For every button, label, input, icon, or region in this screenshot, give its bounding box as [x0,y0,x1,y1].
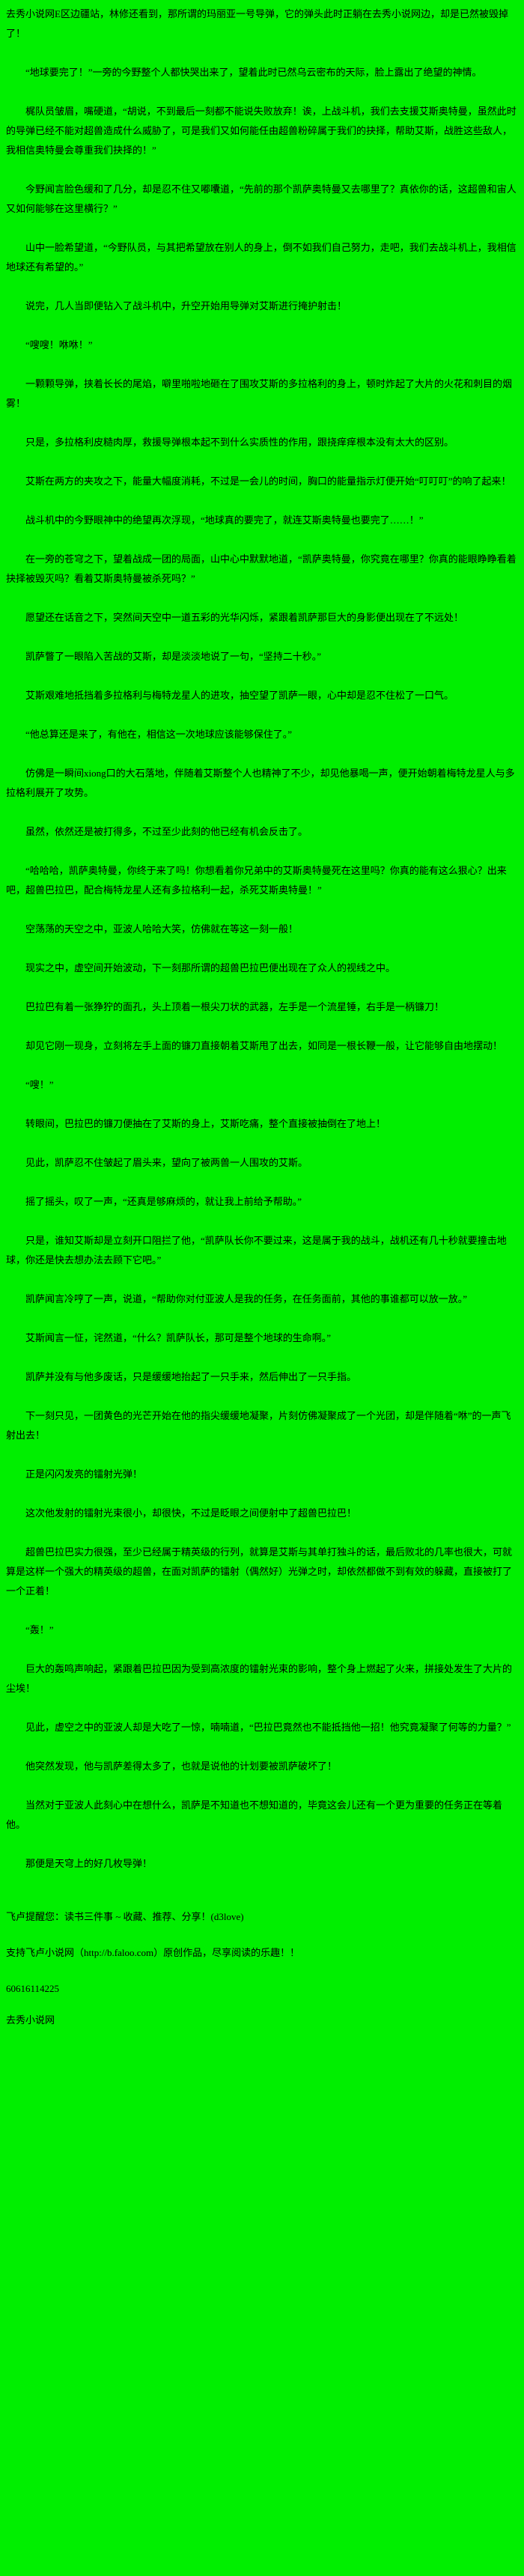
paragraph: 当然对于亚波人此刻心中在想什么，凯萨是不知道也不想知道的，毕竟这会儿还有一个更为… [6,1799,503,1830]
paragraph: 只是，谁知艾斯却是立刻开口阻拦了他，“凯萨队长你不要过来，这是属于我的战斗，战机… [6,1235,507,1266]
paragraph: 摇了摇头，叹了一声，“还真是够麻烦的，就让我上前给予帮助。” [25,1196,302,1207]
paragraph: 去秀小说网E区边疆站，林修还看到，那所谓的玛丽亚一号导弹，它的弹头此时正躺在去秀… [6,8,508,39]
paragraph: 转眼间，巴拉巴的镰刀便抽在了艾斯的身上，艾斯吃痛，整个直接被抽倒在了地上！ [25,1118,386,1129]
paragraph: 虽然，依然还是被打得多，不过至少此刻的他已经有机会反击了。 [25,826,308,837]
paragraph: 他突然发现，他与凯萨差得太多了，也就是说他的计划要被凯萨破坏了！ [25,1761,338,1772]
paragraph: 超兽巴拉巴实力很强，至少已经属于精英级的行列，就算是艾斯与其单打独斗的话，最后败… [6,1546,513,1597]
paragraph: 见此，虚空之中的亚波人却是大吃了一惊，喃喃道，“巴拉巴竟然也不能抵挡他一招！他究… [25,1722,511,1733]
paragraph: 却见它刚一现身，立刻将左手上面的镰刀直接朝着艾斯甩了出去，如同是一根长鞭一般，让… [25,1040,503,1051]
paragraph: 一颗颗导弹，挟着长长的尾焰，噼里啪啦地砸在了围攻艾斯的多拉格利的身上，顿时炸起了… [6,378,513,409]
paragraph: 空荡荡的天空之中，亚波人哈哈大笑，仿佛就在等这一刻一般！ [25,923,299,935]
paragraph: “哈哈哈，凯萨奥特曼，你终于来了吗！你想看着你兄弟中的艾斯奥特曼死在这里吗？你真… [6,865,507,896]
paragraph: 正是闪闪发亮的镭射光弹！ [25,1468,143,1480]
paragraph: 愿望还在话音之下，突然间天空中一道五彩的光华闪烁，紧跟着凯萨那巨大的身影便出现在… [25,612,464,623]
paragraph: 巨大的轰鸣声响起，紧跟着巴拉巴因为受到高浓度的镭射光束的影响，整个身上燃起了火来… [6,1663,513,1694]
reader-reminder: 飞卢提醒您：读书三件事 ~ 收藏、推荐、分享！(d3love) [6,1911,244,1922]
novel-content: 去秀小说网E区边疆站，林修还看到，那所谓的玛丽亚一号导弹，它的弹头此时正躺在去秀… [6,4,518,1874]
paragraph: 艾斯在两方的夹攻之下，能量大幅度消耗，不过是一会儿的时间，胸口的能量指示灯便开始… [25,476,511,487]
paragraph: 艾斯艰难地抵挡着多拉格利与梅特龙星人的进攻，抽空望了凯萨一眼，心中却是忍不住松了… [25,690,454,701]
paragraph: 下一刻只见，一团黄色的光芒开始在他的指尖缓缓地凝聚，片刻仿佛凝聚成了一个光团，却… [6,1410,511,1441]
paragraph: 在一旁的苍穹之下，望着战成一团的局面，山中心中默默地道，“凯萨奥特曼，你究竟在哪… [6,553,517,584]
support-notice: 支持飞卢小说网（http://b.faloo.com）原创作品，尽享阅读的乐趣！… [6,1947,300,1958]
paragraph: 战斗机中的今野眼神中的绝望再次浮现，“地球真的要完了，就连艾斯奥特曼也要完了……… [25,514,424,526]
paragraph: “地球要完了！”一旁的今野整个人都快哭出来了，望着此时已然乌云密布的天际，脸上露… [25,67,482,78]
paragraph: 那便是天穹上的好几枚导弹！ [25,1858,153,1869]
paragraph: “他总算还是来了，有他在，相信这一次地球应该能够保住了。” [25,729,293,740]
paragraph: 凯萨瞥了一眼陷入苦战的艾斯，却是淡淡地说了一句，“坚持二十秒。” [25,651,322,662]
page-footer: 飞卢提醒您：读书三件事 ~ 收藏、推荐、分享！(d3love) 支持飞卢小说网（… [6,1908,518,2029]
paragraph: 凯萨闻言冷哼了一声，说道，“帮助你对付亚波人是我的任务，在任务面前，其他的事谁都… [25,1293,468,1304]
paragraph: 今野闻言脸色缓和了几分，却是忍不住又嘟囔道，“先前的那个凯萨奥特曼又去哪里了？真… [6,183,517,214]
book-code: 60616114225 [6,1983,60,1994]
paragraph: 仿佛是一瞬间xiong口的大石落地，伴随着艾斯整个人也精神了不少，却见他暴喝一声… [6,768,515,798]
site-name-link[interactable]: 去秀小说网 [6,2014,55,2026]
paragraph: 现实之中，虚空间开始波动，下一刻那所谓的超兽巴拉巴便出现在了众人的视线之中。 [25,962,396,973]
paragraph: 艾斯闻言一怔，诧然道，“什么？凯萨队长，那可是整个地球的生命啊。” [25,1332,332,1343]
paragraph: 梶队员皱眉，嘴硬道，“胡说，不到最后一刻都不能说失败放弃！诶，上战斗机，我们去支… [6,106,517,156]
paragraph: 山中一脸希望道，“今野队员，与其把希望放在别人的身上，倒不如我们自己努力，走吧，… [6,242,517,273]
paragraph: 这次他发射的镭射光束很小，却很快，不过是眨眼之间便射中了超兽巴拉巴！ [25,1507,357,1519]
paragraph: “轰！” [25,1624,54,1635]
paragraph: “嗖嗖！咻咻！” [25,339,93,350]
paragraph: 凯萨并没有与他多废话，只是缓缓地抬起了一只手来，然后伸出了一只手指。 [25,1371,357,1382]
paragraph: “嗖！” [25,1079,54,1090]
paragraph: 巴拉巴有着一张狰狞的面孔，头上顶着一根尖刀状的武器，左手是一个流星锤，右手是一柄… [25,1001,445,1012]
paragraph: 只是，多拉格利皮糙肉厚，救援导弹根本起不到什么实质性的作用，跟挠痒痒根本没有太大… [25,437,454,448]
paragraph: 说完，几人当即便钻入了战斗机中，升空开始用导弹对艾斯进行掩护射击！ [25,300,347,312]
paragraph: 见此，凯萨忍不住皱起了眉头来，望向了被两兽一人围攻的艾斯。 [25,1157,308,1168]
